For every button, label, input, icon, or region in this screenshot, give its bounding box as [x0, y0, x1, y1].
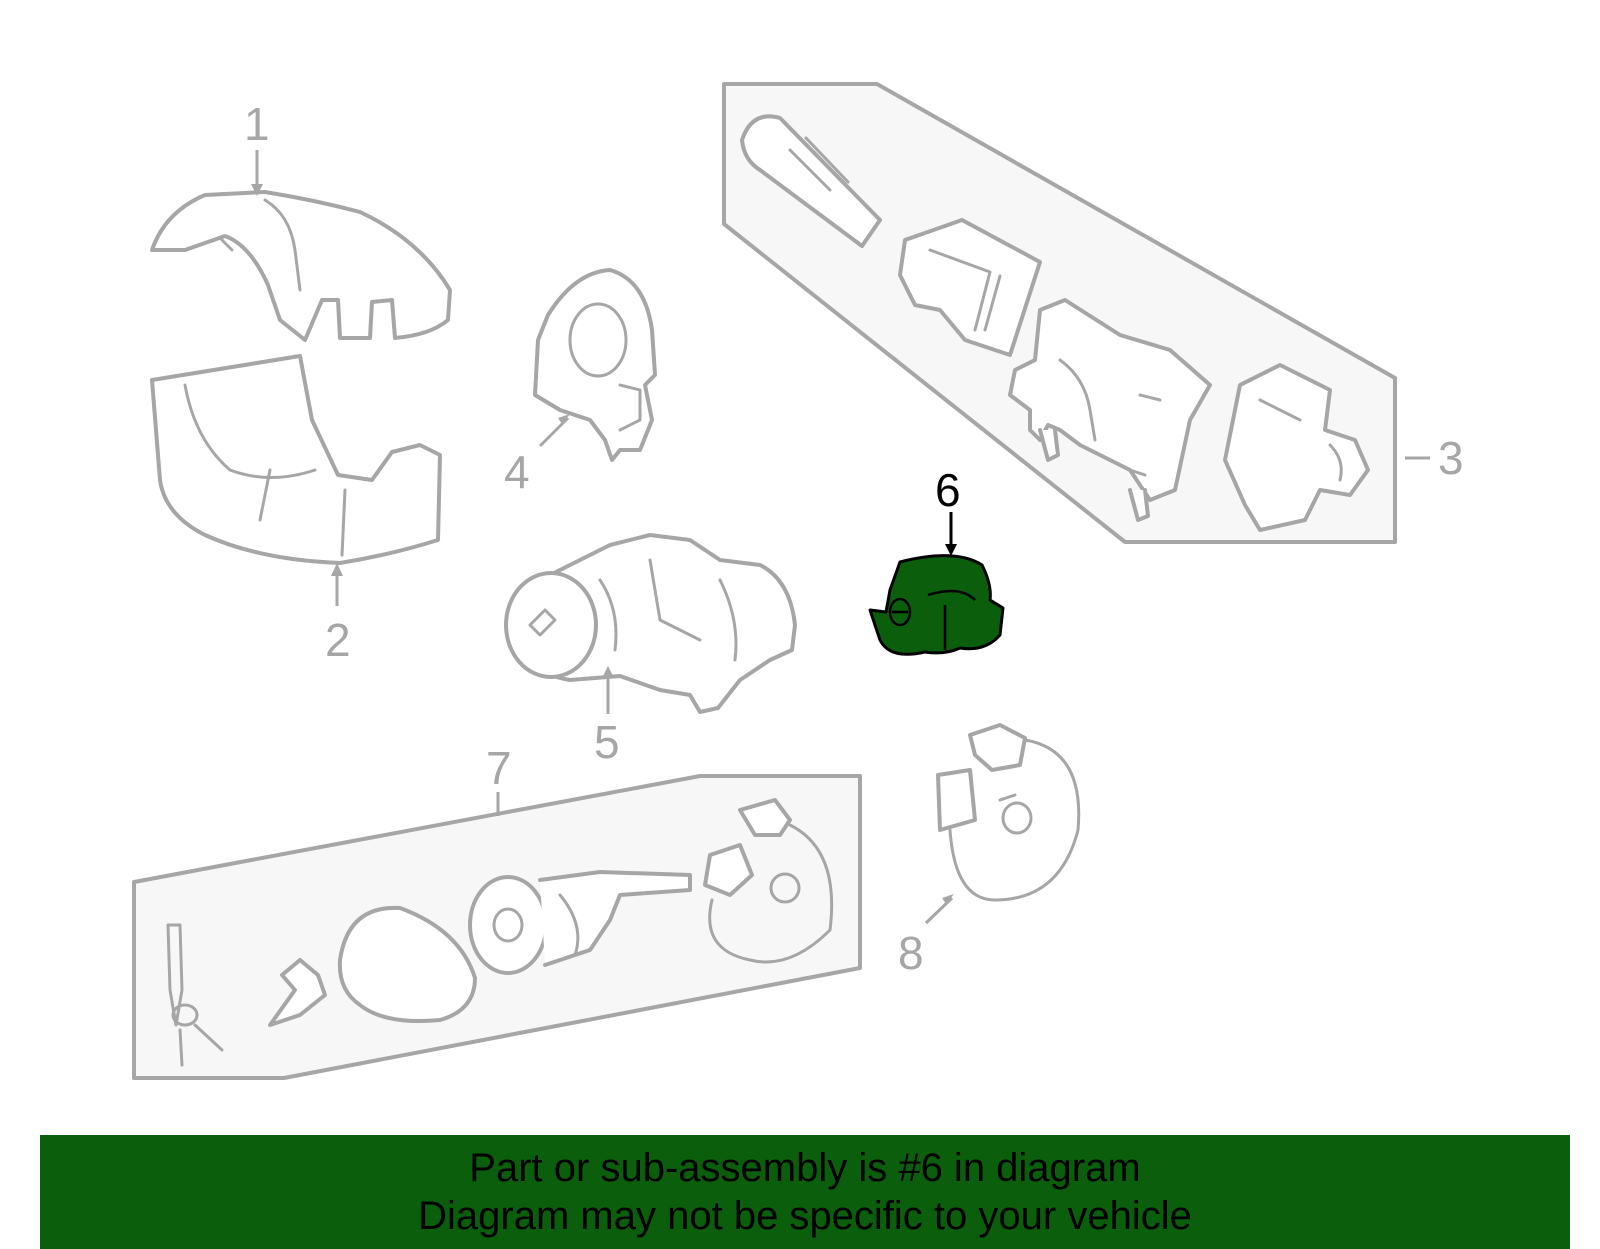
callout-1: 1	[244, 98, 270, 150]
part-8-wire-harness	[936, 723, 1081, 902]
info-banner: Part or sub-assembly is #6 in diagram Di…	[40, 1135, 1570, 1249]
part-7-lock-set-panel	[132, 774, 862, 1080]
part-2-lower-column-cover	[150, 354, 442, 565]
part-4-clock-spring	[533, 268, 657, 462]
callout-6: 6	[935, 464, 961, 516]
callout-7: 7	[486, 742, 512, 794]
callout-8: 8	[898, 927, 924, 979]
callout-4: 4	[504, 446, 530, 498]
banner-line-2: Diagram may not be specific to your vehi…	[418, 1194, 1192, 1238]
part-6-ignition-switch[interactable]	[868, 554, 1005, 656]
part-5-lock-housing	[504, 533, 797, 714]
callout-3: 3	[1438, 432, 1464, 484]
callout-5: 5	[594, 716, 620, 768]
banner-line-1: Part or sub-assembly is #6 in diagram	[469, 1146, 1141, 1190]
part-1-upper-column-cover	[150, 190, 452, 342]
part-3-assembly-panel	[722, 82, 1397, 544]
callout-2: 2	[325, 614, 351, 666]
